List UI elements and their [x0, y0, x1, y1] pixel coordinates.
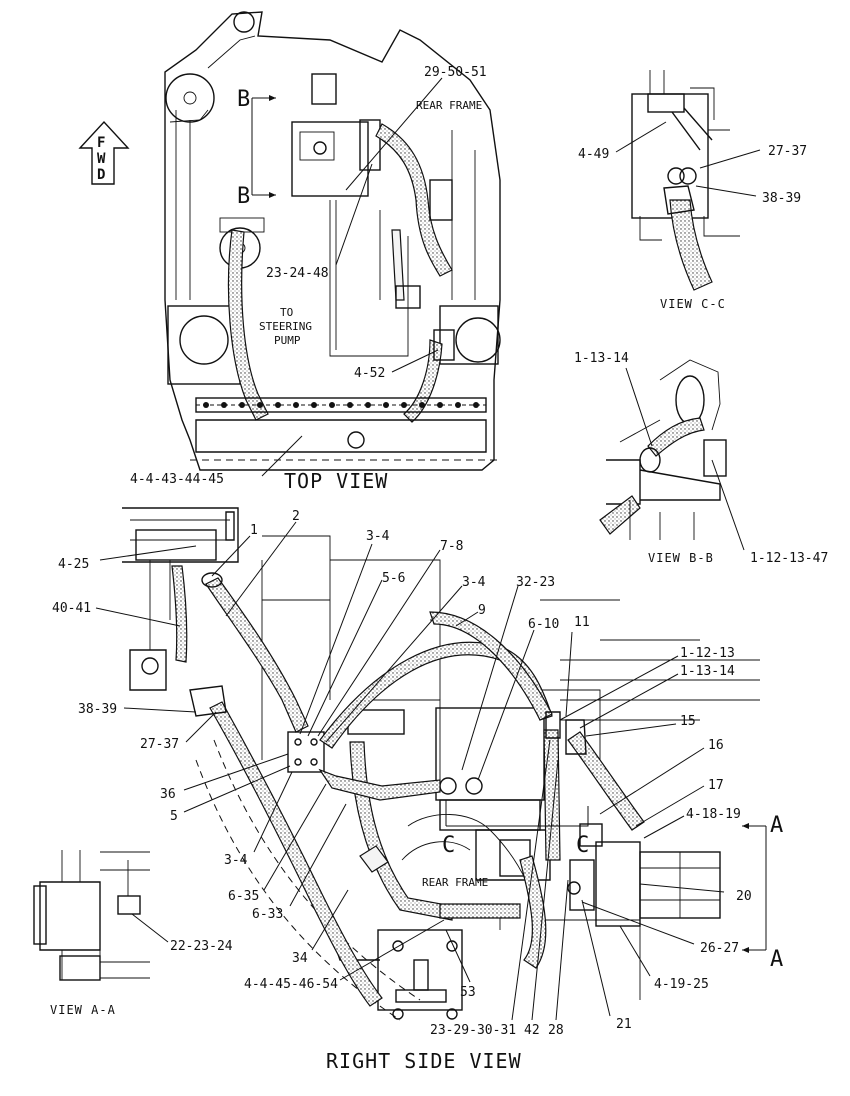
top-view [78, 11, 501, 471]
callout-cc-27-37: 27-37 [768, 144, 807, 159]
note-rear-frame-top: REAR FRAME [416, 99, 482, 112]
callout-side-2: 2 [292, 509, 300, 524]
view-a-a [33, 850, 150, 981]
callout-top-4-52: 4-52 [354, 366, 385, 381]
callout-side-1-12-13: 1-12-13 [680, 646, 735, 661]
callout-side-11: 11 [574, 615, 590, 630]
callout-side-36: 36 [160, 787, 176, 802]
callout-side-5-6: 5-6 [382, 571, 405, 586]
callout-side-27-37: 27-37 [140, 737, 179, 752]
view-b-b [599, 359, 727, 540]
callout-side-4-4-45-46-54: 4-4-45-46-54 [244, 977, 338, 992]
callout-side-4-25: 4-25 [58, 557, 89, 572]
section-marker-c-left: C [442, 833, 455, 858]
callout-side-1: 1 [250, 523, 258, 538]
fwd-letter-w: W [97, 151, 106, 167]
callout-side-23-29-30-31: 23-29-30-31 [430, 1023, 516, 1038]
callout-bb-1-12-13-47: 1-12-13-47 [750, 551, 828, 566]
fwd-arrow-icon [78, 120, 130, 185]
note-pump: PUMP [274, 334, 301, 347]
right-side-view [122, 507, 767, 1021]
section-marker-c-right: C [576, 833, 589, 858]
callout-side-40-41: 40-41 [52, 601, 91, 616]
callout-side-16: 16 [708, 738, 724, 753]
section-marker-a-lower: A [770, 947, 783, 972]
callout-side-3-4-a: 3-4 [366, 529, 390, 544]
callout-side-28: 28 [548, 1023, 564, 1038]
callout-side-26-27: 26-27 [700, 941, 739, 956]
callout-side-3-4-b: 3-4 [462, 575, 486, 590]
callout-side-38-39: 38-39 [78, 702, 117, 717]
view-title-cc: VIEW C-C [660, 297, 726, 311]
callout-side-7-8: 7-8 [440, 539, 463, 554]
note-steering: STEERING [259, 320, 312, 333]
fwd-letter-d: D [97, 167, 105, 183]
view-title-top: TOP VIEW [284, 469, 388, 493]
callout-side-5: 5 [170, 809, 178, 824]
callout-top-29-50-51: 29-50-51 [424, 65, 487, 80]
callout-side-9: 9 [478, 603, 486, 618]
view-title-aa: VIEW A-A [50, 1003, 116, 1017]
note-rear-frame-side: REAR FRAME [422, 876, 488, 889]
callout-side-42: 42 [524, 1023, 540, 1038]
callout-cc-4-49: 4-49 [578, 147, 609, 162]
callout-side-6-35: 6-35 [228, 889, 259, 904]
callout-bb-1-13-14: 1-13-14 [574, 351, 629, 366]
section-marker-a-upper: A [770, 813, 783, 838]
callout-side-34: 34 [292, 951, 308, 966]
callout-side-3-4-c: 3-4 [224, 853, 248, 868]
view-title-bb: VIEW B-B [648, 551, 714, 565]
section-marker-b-lower: B [237, 184, 250, 209]
callout-side-21: 21 [616, 1017, 632, 1032]
callout-side-1-13-14: 1-13-14 [680, 664, 735, 679]
callout-side-53: 53 [460, 985, 476, 1000]
callout-side-32-23: 32-23 [516, 575, 555, 590]
view-title-right-side: RIGHT SIDE VIEW [326, 1049, 522, 1073]
callout-cc-38-39: 38-39 [762, 191, 801, 206]
callout-side-6-33: 6-33 [252, 907, 283, 922]
callout-aa-22-23-24: 22-23-24 [170, 939, 233, 954]
callout-side-4-18-19: 4-18-19 [686, 807, 741, 822]
callout-side-17: 17 [708, 778, 724, 793]
section-marker-b-upper: B [237, 87, 250, 112]
callout-side-15: 15 [680, 714, 696, 729]
callout-side-6-10: 6-10 [528, 617, 559, 632]
callout-top-4-4-43-44-45: 4-4-43-44-45 [130, 472, 224, 487]
fwd-letter-f: F [97, 135, 105, 151]
callout-top-23-24-48: 23-24-48 [266, 266, 329, 281]
note-to: TO [280, 306, 293, 319]
view-c-c [631, 70, 740, 291]
callout-side-4-19-25: 4-19-25 [654, 977, 709, 992]
callout-side-20: 20 [736, 889, 752, 904]
